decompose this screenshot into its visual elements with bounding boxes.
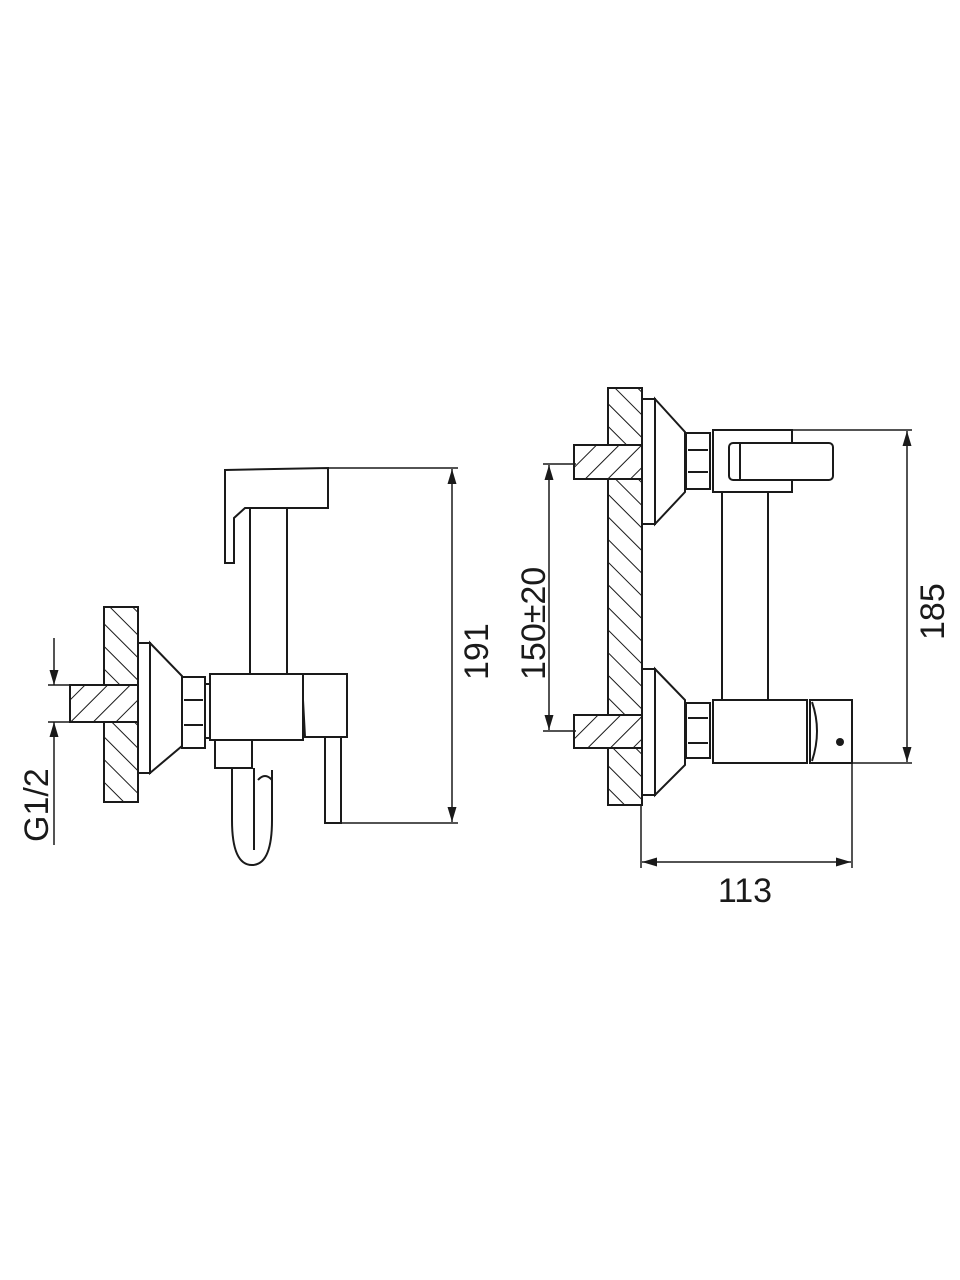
inlet-pipe-top [573, 444, 643, 480]
valve-body [712, 699, 808, 764]
indicator-dot [836, 738, 844, 746]
riser-tube [721, 491, 769, 701]
escutcheon [137, 642, 151, 774]
sprayer-handle [728, 442, 834, 481]
nut [181, 676, 206, 749]
riser-tube [249, 507, 288, 675]
inlet-spacing-dimension: 150±20 [515, 567, 553, 680]
height-dimension-191: 191 [458, 623, 496, 680]
hose [231, 768, 273, 867]
valve-body [209, 673, 304, 741]
inlet-pipe-bottom [573, 714, 643, 749]
nut-top [685, 432, 711, 490]
lever-base [302, 673, 348, 738]
hose-nut [214, 739, 253, 769]
right-view: 185 150±20 113 [515, 387, 952, 910]
escutcheon-bottom [641, 668, 656, 796]
lever-handle [324, 736, 342, 824]
thread-label: G1/2 [18, 768, 56, 842]
nut-bottom [685, 702, 711, 759]
escutcheon-top [641, 398, 656, 525]
left-view: G1/2 191 [18, 466, 496, 867]
depth-dimension-113: 113 [718, 872, 772, 910]
inlet-pipe [69, 684, 139, 723]
height-dimension-185: 185 [914, 583, 952, 640]
sprayer-head [224, 466, 329, 564]
escutcheon-cone [149, 640, 183, 776]
